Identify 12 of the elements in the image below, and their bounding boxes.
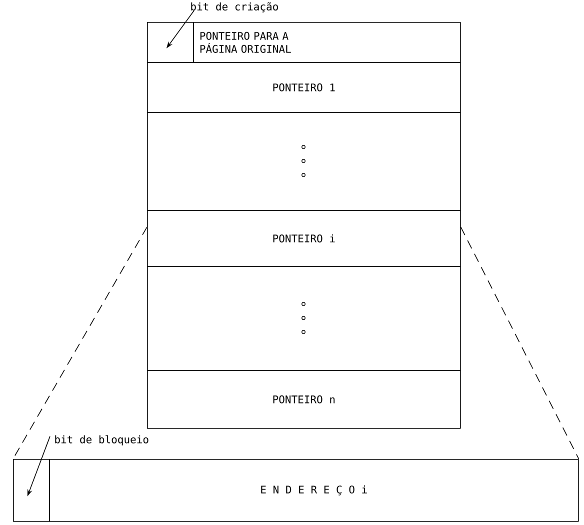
- table-row: PONTEIRO n: [147, 370, 461, 429]
- table-row: [147, 266, 461, 371]
- bit-cell: [147, 22, 194, 63]
- table-row: E N D E R E Ç O i: [49, 459, 579, 522]
- table-row: PONTEIRO i: [147, 210, 461, 267]
- table-row: PONTEIRO 1: [147, 62, 461, 113]
- annotation-text: bit de criação: [191, 2, 278, 12]
- annotation-text: bit de bloqueio: [55, 435, 148, 446]
- table-row: PONTEIRO PARA A PÁGINA ORIGINAL: [193, 22, 461, 63]
- bit-cell: [13, 459, 50, 522]
- dashed-line: [460, 226, 580, 460]
- table-row: [147, 112, 461, 211]
